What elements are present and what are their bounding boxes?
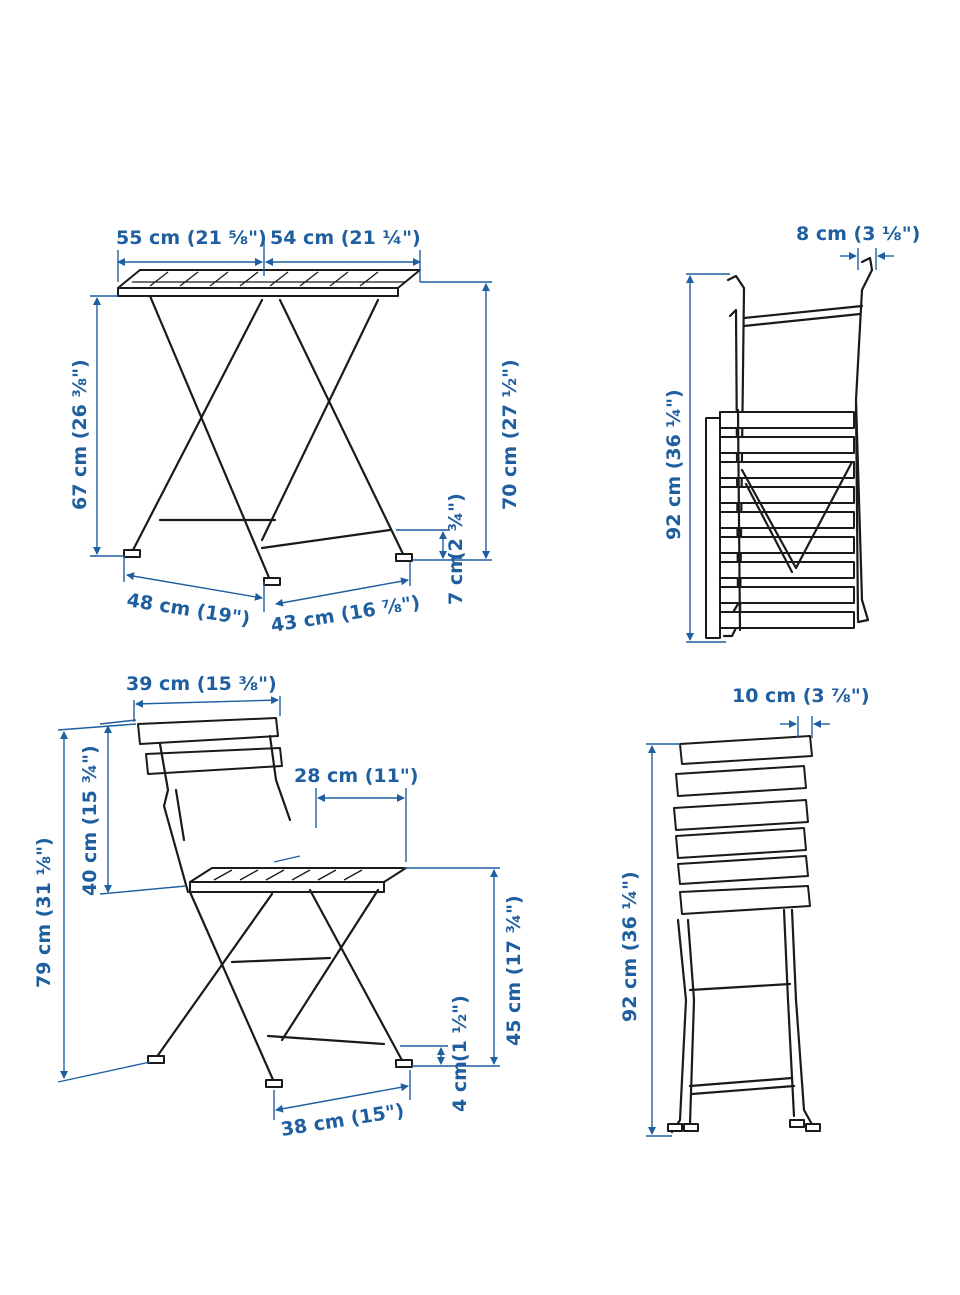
chair-back-height-label: 40 cm (15 ¾"): [79, 745, 101, 896]
table-leg-height-label: 67 cm (26 ⅜"): [69, 359, 91, 510]
table-base-width-label: 43 cm (16 ⅞"): [269, 592, 421, 637]
chair-foot-clearance-in-label: (1 ½"): [449, 995, 471, 1062]
table-folded-drawing: 92 cm (36 ¼") 8 cm (3 ⅛"): [663, 223, 920, 643]
chair-drawing: 39 cm (15 ⅜") 79 cm (31 ⅛") 40 cm (15 ¾"…: [33, 673, 525, 1141]
chair-folded-depth-label: 10 cm (3 ⅞"): [732, 685, 870, 707]
table-width-a-label: 55 cm (21 ⅝"): [116, 227, 267, 249]
chair-total-height-label: 79 cm (31 ⅛"): [33, 837, 55, 988]
table-folded-depth-label: 8 cm (3 ⅛"): [796, 223, 920, 245]
table-foot-clearance-cm-label: 7 cm: [445, 554, 467, 605]
table-foot-clearance-in-label: (2 ¾"): [445, 493, 467, 560]
chair-back-width-label: 39 cm (15 ⅜"): [126, 673, 277, 695]
chair-seat-depth-label: 28 cm (11"): [294, 765, 418, 787]
chair-folded-height-label: 92 cm (36 ¼"): [619, 871, 641, 1022]
table-base-depth-label: 48 cm (19"): [125, 589, 251, 630]
chair-foot-clearance-cm-label: 4 cm: [449, 1061, 471, 1112]
table-drawing: 55 cm (21 ⅝") 54 cm (21 ¼") 67 cm (26 ⅜"…: [69, 227, 521, 637]
table-folded-height-label: 92 cm (36 ¼"): [663, 389, 685, 540]
table-width-b-label: 54 cm (21 ¼"): [270, 227, 421, 249]
chair-folded-drawing: 92 cm (36 ¼") 10 cm (3 ⅞"): [619, 685, 870, 1137]
chair-seat-height-label: 45 cm (17 ¾"): [503, 895, 525, 1046]
table-total-height-label: 70 cm (27 ½"): [499, 359, 521, 510]
